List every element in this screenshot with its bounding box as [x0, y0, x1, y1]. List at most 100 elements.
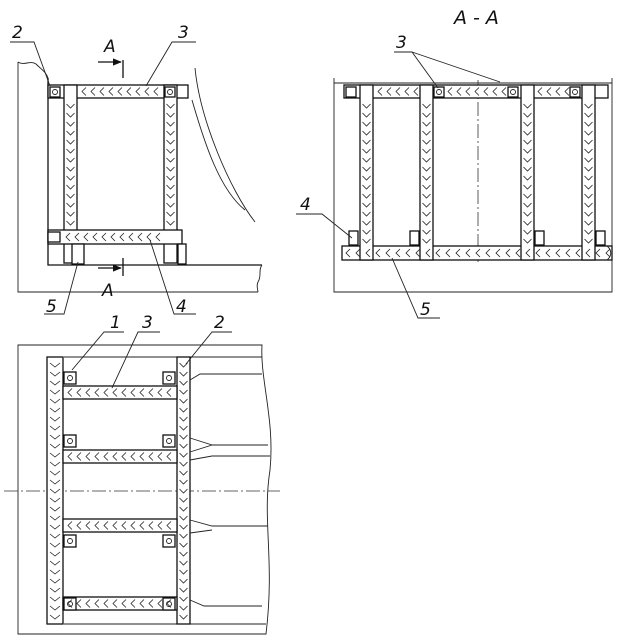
bottom-crossbar [47, 229, 183, 245]
plan-strut-4 [62, 596, 178, 611]
section-block [433, 86, 445, 98]
plan-callout-2: 2 [214, 313, 225, 333]
wood-grain [66, 103, 75, 226]
block-hole [572, 89, 578, 95]
block-hole [67, 375, 73, 381]
callout-3: 3 [178, 23, 189, 43]
leader-section-5 [391, 257, 440, 319]
plan-block [162, 434, 176, 448]
section-block [569, 86, 581, 98]
leader-5 [44, 261, 79, 315]
section-block [507, 86, 519, 98]
plan-left-waler [46, 356, 64, 625]
block-hole [510, 89, 516, 95]
base-block [71, 243, 85, 265]
leader-plan-3 [111, 331, 160, 389]
section-block [595, 230, 606, 246]
section-bottom-beam [341, 245, 613, 261]
plan-callout-3: 3 [142, 313, 153, 333]
plan-board [189, 455, 270, 461]
wood-grain [422, 103, 431, 244]
plan-block [63, 534, 77, 548]
block-bottom-left [47, 231, 61, 243]
section-block [345, 86, 357, 98]
plan-strut-3 [62, 518, 178, 533]
block-hole [167, 89, 173, 95]
section-block [409, 230, 420, 246]
section-mark-top: A [103, 37, 116, 57]
left-post [63, 84, 78, 264]
block-hole [52, 89, 58, 95]
side-view: A A 2 3 5 4 [10, 23, 263, 317]
block-hole [166, 438, 172, 444]
wood-grain [345, 248, 611, 258]
leader-section-4 [296, 213, 353, 239]
plan-outline [17, 344, 272, 635]
section-post-4 [581, 84, 596, 261]
plan-blocks [63, 371, 176, 611]
leader-3b [411, 51, 501, 83]
section-mark-bottom: A [101, 281, 114, 301]
wood-grain [65, 232, 161, 242]
plan-block [162, 371, 176, 385]
plan-right-waler [176, 356, 191, 625]
block-hole [436, 89, 442, 95]
outer-outline [17, 62, 258, 293]
section-post-2 [419, 84, 434, 261]
wood-grain [377, 87, 419, 96]
wood-grain [537, 87, 570, 96]
block-top-right [164, 86, 176, 98]
section-block [348, 230, 359, 246]
section-post-3 [520, 84, 535, 261]
leader-3 [145, 41, 196, 87]
wood-grain [81, 87, 159, 96]
block-hole [67, 538, 73, 544]
block-top-left [49, 86, 61, 98]
right-post [163, 84, 178, 264]
plan-block [63, 434, 77, 448]
plan-strut-2 [62, 449, 178, 464]
plan-boards [189, 373, 270, 607]
wood-grain [67, 521, 172, 530]
plan-board [189, 599, 262, 607]
plan-block [63, 597, 77, 611]
block-hole [166, 538, 172, 544]
section-block [534, 230, 545, 246]
break-curve-inner [191, 99, 246, 211]
plan-view: 1 3 2 [4, 313, 280, 635]
wall-outline [47, 78, 262, 266]
break-line-left [17, 61, 49, 79]
plan-strut-1 [62, 385, 178, 400]
plan-block [162, 534, 176, 548]
section-title: A - A [452, 7, 499, 29]
block-hole [166, 375, 172, 381]
trench-outline [333, 78, 613, 293]
section-callout-3: 3 [396, 33, 407, 53]
wood-grain [584, 103, 593, 244]
plan-block [162, 597, 176, 611]
break-line-bottom [256, 264, 263, 293]
section-view: A - A 3 4 5 [296, 7, 613, 320]
callout-4: 4 [176, 297, 187, 317]
leader-plan-1 [71, 331, 124, 371]
beam-end [606, 245, 612, 261]
plan-callout-1: 1 [110, 313, 121, 333]
plan-board [189, 437, 214, 453]
callout-5: 5 [46, 297, 57, 317]
section-callout-4: 4 [300, 195, 311, 215]
wood-grain [67, 388, 172, 397]
wood-grain [49, 362, 61, 620]
section-post-1 [359, 84, 374, 261]
wood-grain [166, 103, 175, 226]
wood-grain [523, 103, 532, 244]
leader-4 [149, 239, 196, 315]
break-curve-outer [194, 67, 256, 223]
wood-grain [362, 103, 371, 244]
plan-board [189, 373, 262, 381]
block-hole [67, 438, 73, 444]
block-bottom-right [177, 243, 187, 265]
wood-grain [179, 362, 188, 620]
plan-board [189, 519, 268, 527]
wood-grain [67, 599, 172, 608]
